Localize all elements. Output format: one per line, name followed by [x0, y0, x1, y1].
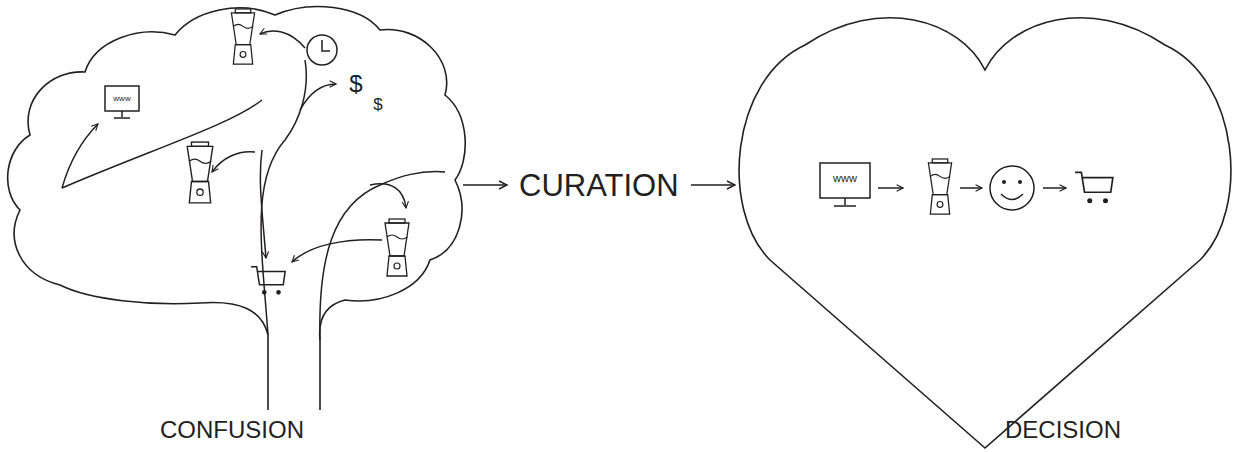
monitor-screen [820, 163, 870, 198]
brain-contents [62, 31, 445, 340]
cart-icon [251, 267, 285, 295]
smiley-eye [1018, 180, 1022, 184]
step-arrow [1043, 187, 1066, 189]
thought-line [261, 60, 306, 335]
clock-face [307, 35, 337, 65]
monitor-screen [105, 86, 139, 111]
smiley-mouth [1001, 194, 1023, 200]
thought-arrow [260, 31, 305, 48]
node-caption: DECISION [1005, 418, 1121, 442]
heart-outline [739, 18, 1231, 448]
brain-outline [8, 7, 466, 410]
blender-icon [385, 219, 409, 276]
money-symbol: $ [373, 96, 382, 113]
cart-icon [1075, 172, 1113, 203]
node-outline-svg [735, 0, 1237, 452]
heart-node: DECISION [735, 0, 1237, 452]
node-outline-svg [0, 0, 463, 452]
clock-hands [322, 40, 330, 51]
step-arrow [960, 187, 982, 189]
money-symbol: $ [349, 72, 362, 96]
node-caption: CONFUSION [160, 418, 304, 442]
smiley-face [990, 166, 1034, 210]
thought-arrow [62, 124, 98, 188]
thought-line [320, 172, 445, 340]
screen-text: www [833, 173, 857, 184]
arrow-head [499, 181, 507, 189]
thought-arrow [370, 184, 406, 208]
smiley-eye [1002, 180, 1006, 184]
step-arrow [878, 187, 903, 189]
brain-node: CONFUSION [0, 0, 463, 452]
monitor-stand [834, 198, 856, 206]
blender-icon [231, 9, 254, 64]
thought-arrow [212, 152, 255, 172]
thought-arrow [300, 84, 336, 110]
thought-arrow [292, 240, 382, 262]
blender-icon [187, 142, 213, 203]
thought-arrow [260, 150, 266, 258]
blender-icon [928, 159, 951, 214]
connector-label: CURATION [517, 170, 681, 201]
screen-text: www [113, 95, 130, 103]
monitor-stand [114, 111, 130, 118]
thought-line [62, 100, 262, 188]
